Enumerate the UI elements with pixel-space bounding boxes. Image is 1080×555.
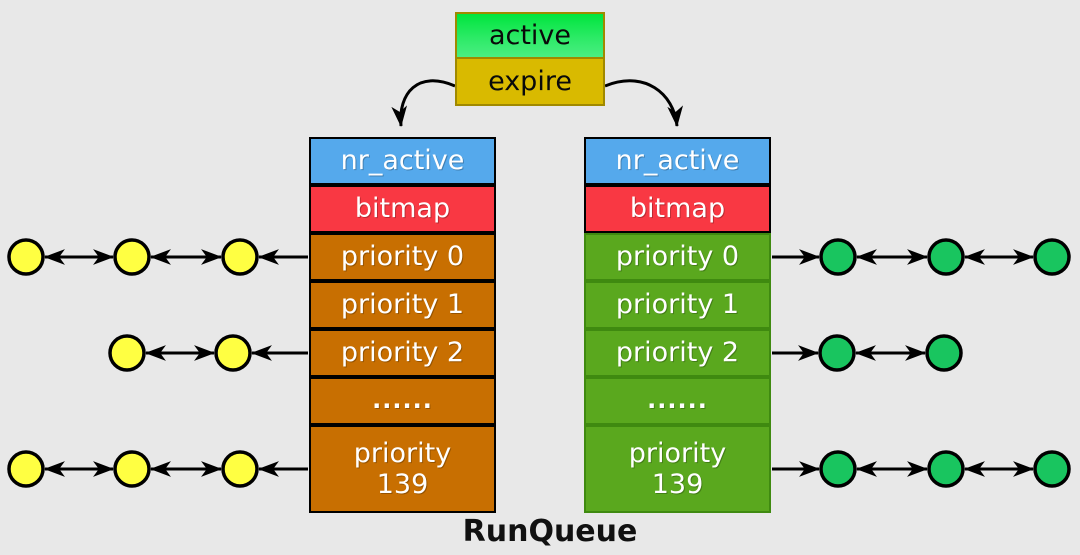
- left-priority-139-label: priority 139: [353, 437, 452, 500]
- runqueue-caption: RunQueue: [462, 514, 638, 549]
- curved-arrow-right: [604, 79, 684, 128]
- task-node-green: [818, 334, 856, 372]
- right-priority-2-label: priority 2: [615, 337, 740, 369]
- right-priority-139-label: priority 139: [628, 437, 727, 500]
- scheduler-arrays-box: active expire: [455, 12, 605, 106]
- right-priority-0-cell: priority 0: [584, 233, 771, 281]
- left-bitmap-cell: bitmap: [309, 185, 496, 233]
- left-ellipsis-cell: ......: [309, 377, 496, 425]
- curved-arrow-left: [391, 79, 456, 128]
- task-node-yellow: [113, 238, 151, 276]
- task-node-green: [927, 450, 965, 488]
- right-priority-0-label: priority 0: [615, 241, 740, 273]
- right-ellipsis-label: ......: [647, 386, 708, 415]
- task-node-yellow: [221, 450, 259, 488]
- task-node-green: [927, 238, 965, 276]
- task-node-green: [1033, 238, 1071, 276]
- task-node-yellow: [7, 450, 45, 488]
- left-priority-0-label: priority 0: [340, 241, 465, 273]
- left-priority-1-label: priority 1: [340, 289, 465, 321]
- left-priority-0-cell: priority 0: [309, 233, 496, 281]
- task-node-yellow: [221, 238, 259, 276]
- task-node-yellow: [7, 238, 45, 276]
- right-bitmap-label: bitmap: [629, 193, 726, 225]
- task-node-green: [925, 334, 963, 372]
- task-node-green: [1033, 450, 1071, 488]
- task-node-green: [819, 450, 857, 488]
- left-priority-1-cell: priority 1: [309, 281, 496, 329]
- left-ellipsis-label: ......: [372, 386, 433, 415]
- right-priority-139-cell: priority 139: [584, 425, 771, 513]
- left-priority-2-cell: priority 2: [309, 329, 496, 377]
- left-priority-139-cell: priority 139: [309, 425, 496, 513]
- active-array-label: active: [488, 20, 572, 51]
- right-priority-1-cell: priority 1: [584, 281, 771, 329]
- right-priority-2-cell: priority 2: [584, 329, 771, 377]
- expire-array-cell: expire: [455, 57, 605, 106]
- left-nr-active-label: nr_active: [340, 145, 465, 177]
- task-node-yellow: [214, 334, 252, 372]
- right-priority-1-label: priority 1: [615, 289, 740, 321]
- left-bitmap-label: bitmap: [354, 193, 451, 225]
- left-nr-active-cell: nr_active: [309, 137, 496, 185]
- task-node-green: [819, 238, 857, 276]
- right-ellipsis-cell: ......: [584, 377, 771, 425]
- expire-array-label: expire: [488, 66, 572, 97]
- active-array-cell: active: [455, 12, 605, 59]
- task-node-yellow: [113, 450, 151, 488]
- right-bitmap-cell: bitmap: [584, 185, 771, 233]
- right-nr-active-label: nr_active: [615, 145, 740, 177]
- left-priority-2-label: priority 2: [340, 337, 465, 369]
- right-nr-active-cell: nr_active: [584, 137, 771, 185]
- task-node-yellow: [108, 334, 146, 372]
